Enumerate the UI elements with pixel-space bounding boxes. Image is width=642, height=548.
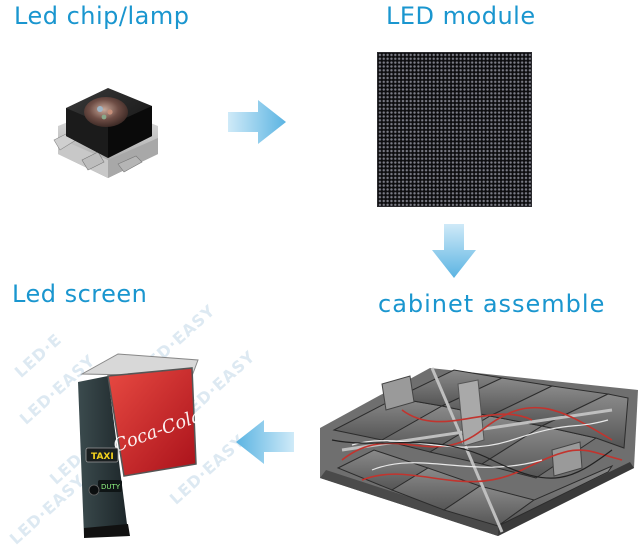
arrow-down-icon (432, 224, 476, 278)
taxi-text: TAXI (91, 452, 114, 462)
led-chip-label: Led chip/lamp (14, 2, 190, 30)
cabinet-assemble-label: cabinet assemble (378, 290, 606, 318)
arrow-right-icon (228, 100, 286, 144)
led-module-image (377, 52, 532, 207)
cabinet-assembly-image (320, 367, 638, 536)
led-module-label: LED module (386, 2, 536, 30)
duty-text: DUTY (101, 483, 121, 491)
arrow-left-icon (236, 420, 294, 464)
led-screen-label: Led screen (12, 280, 148, 308)
led-chip-image (53, 88, 158, 178)
led-screen-image: Coca-Cola TAXI DUTY (78, 353, 200, 538)
